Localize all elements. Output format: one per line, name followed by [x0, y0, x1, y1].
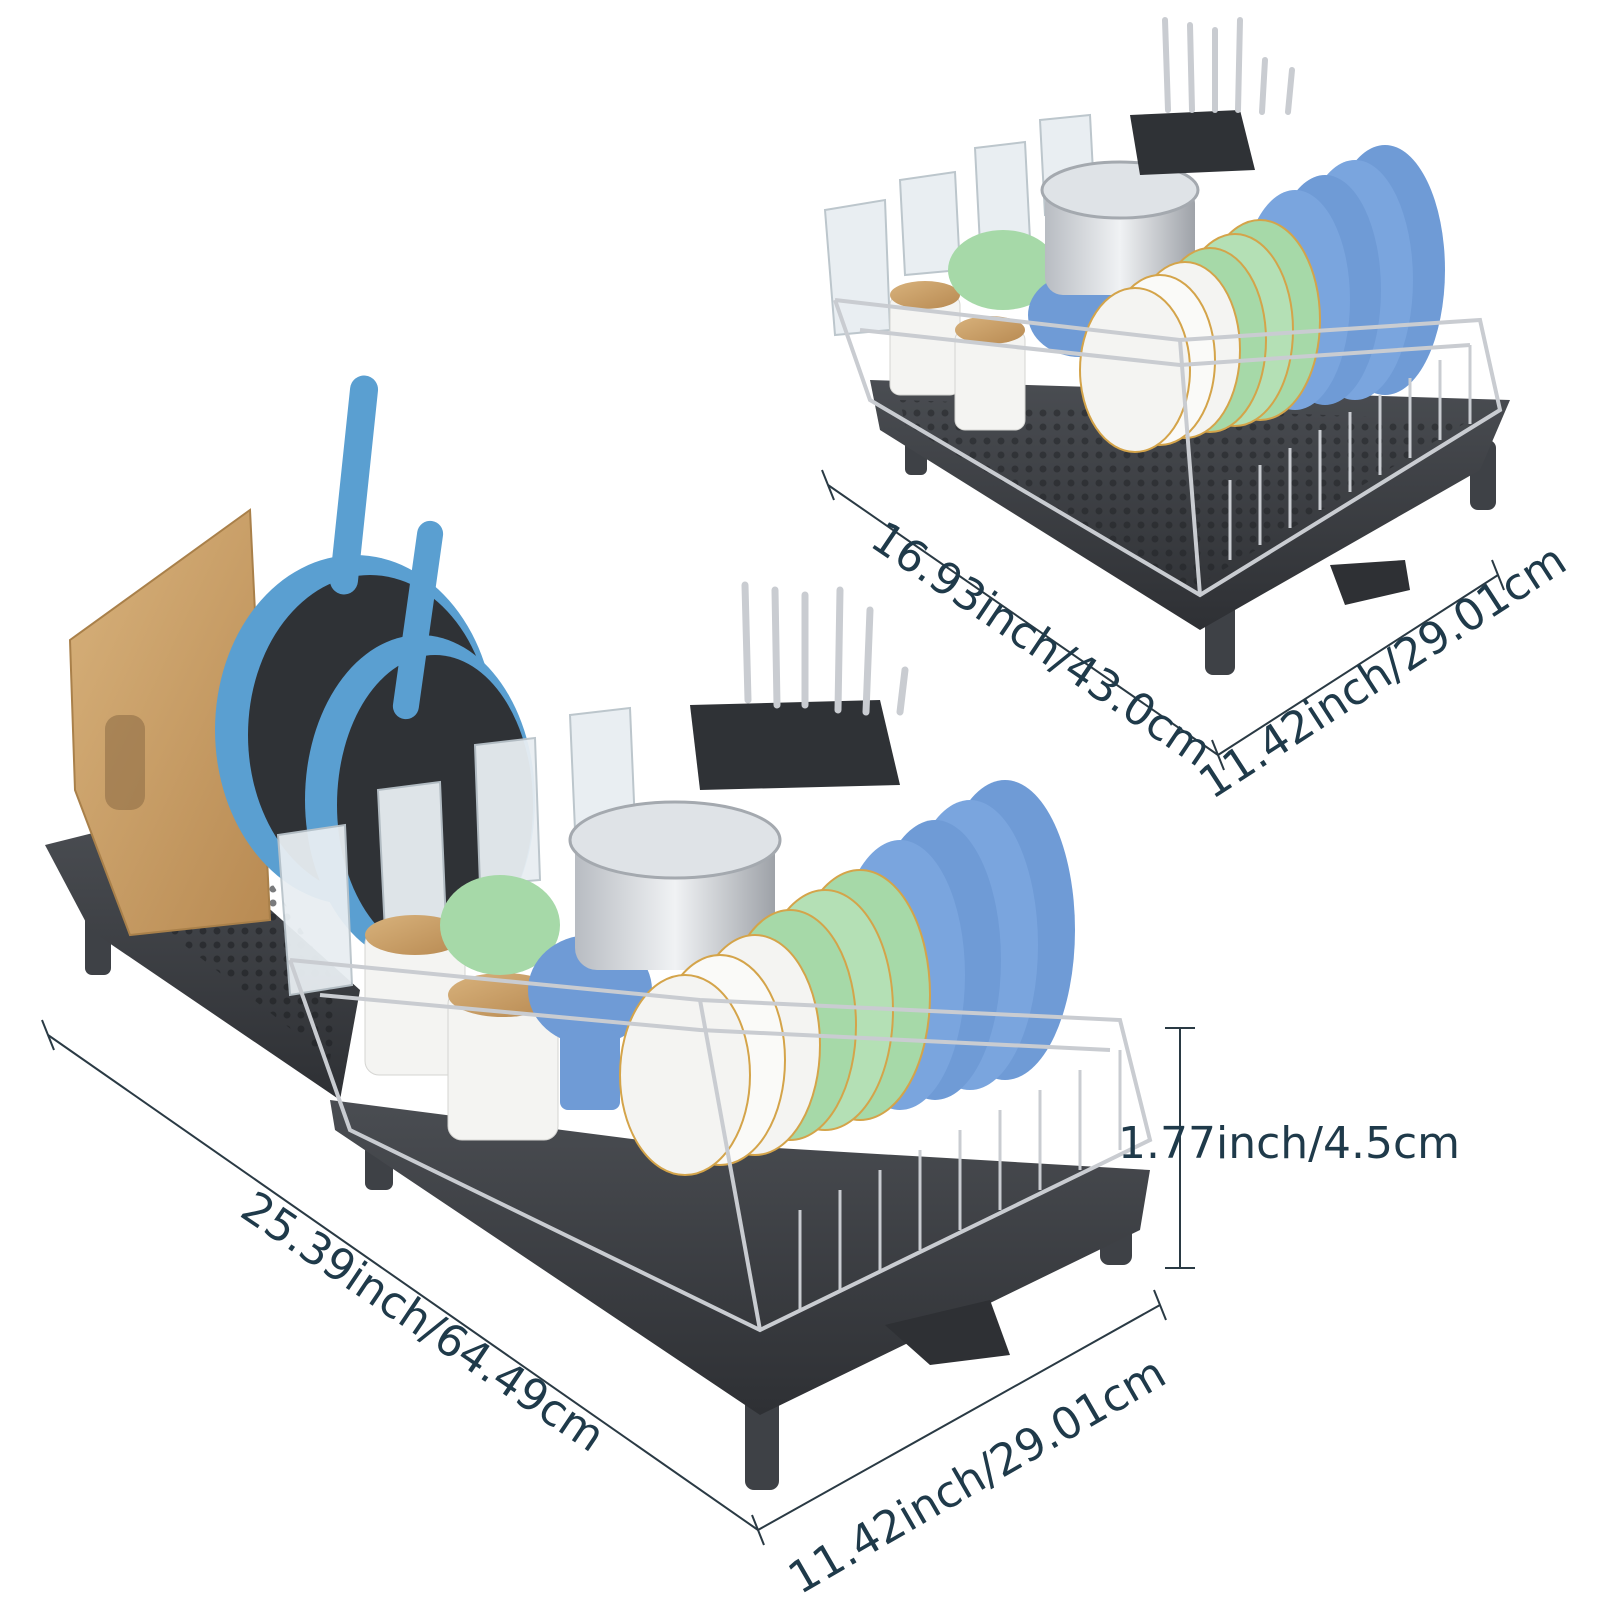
- large-width-label: 11.42inch/29.01cm: [780, 1347, 1174, 1600]
- large-dish-rack: [45, 375, 1153, 1490]
- dimension-lines: [41, 469, 1505, 1546]
- large-height-label: 1.77inch/4.5cm: [1118, 1118, 1460, 1169]
- small-dish-rack: [823, 17, 1510, 675]
